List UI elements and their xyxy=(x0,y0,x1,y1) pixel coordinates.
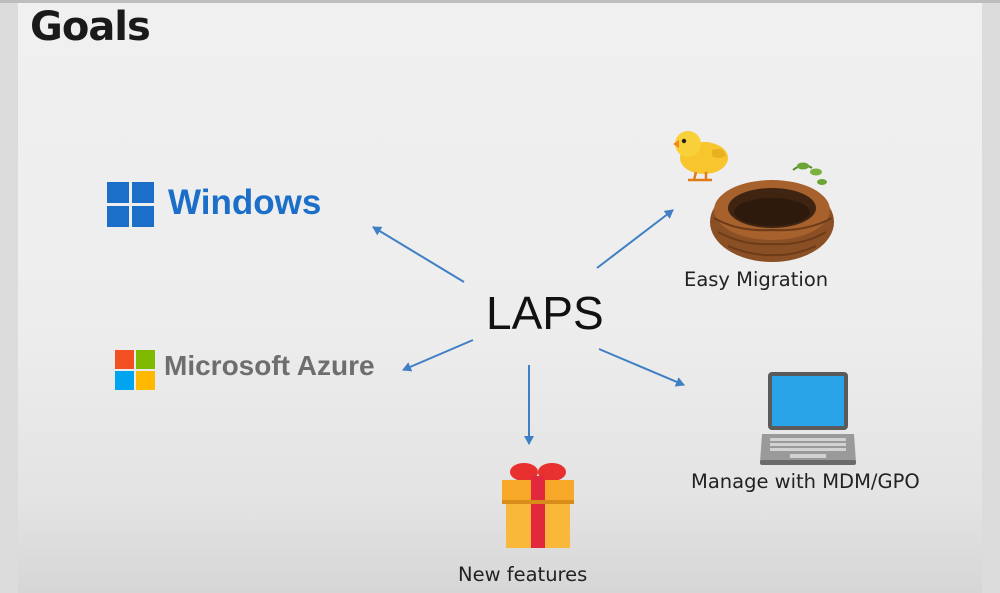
arrow-to-azure xyxy=(402,339,474,372)
chick-icon xyxy=(673,131,728,182)
arrow-to-windows xyxy=(372,226,465,283)
gift-icon xyxy=(502,463,574,548)
windows-logo-icon xyxy=(107,182,154,227)
nest-icon xyxy=(710,162,834,262)
arrow-to-manage xyxy=(598,348,685,387)
windows-label: Windows xyxy=(168,183,322,222)
azure-logo-icon xyxy=(115,350,155,390)
azure-label: Microsoft Azure xyxy=(164,350,375,381)
slide-title: Goals xyxy=(30,4,151,50)
migration-label: Easy Migration xyxy=(684,268,829,291)
manage-label: Manage with MDM/GPO xyxy=(691,470,920,493)
center-label: LAPS xyxy=(486,287,604,339)
features-label: New features xyxy=(458,563,588,586)
top-rule xyxy=(0,0,1000,3)
arrow-to-migration xyxy=(596,209,674,269)
laptop-icon xyxy=(760,372,856,465)
